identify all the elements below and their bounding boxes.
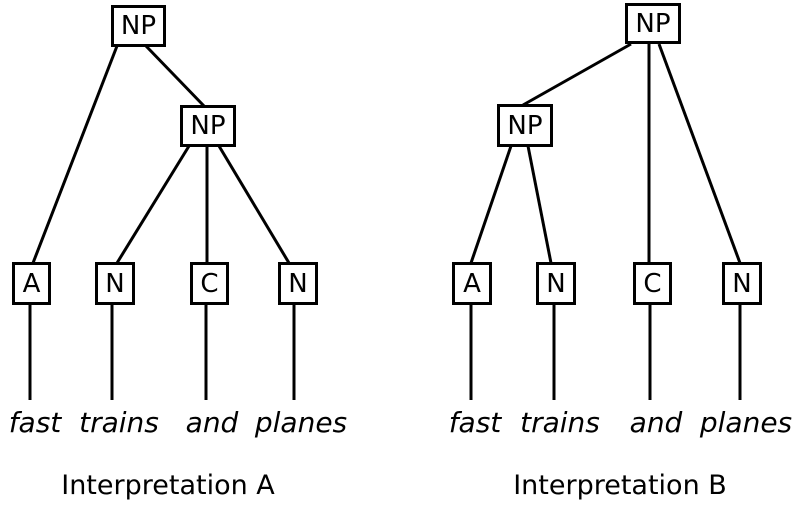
tree-b-caption: Interpretation B <box>513 470 727 501</box>
tree-a-caption: Interpretation A <box>61 470 275 501</box>
tree-b-leaf-c-node: C <box>633 262 672 305</box>
tree-a-root-np-node: NP <box>111 5 166 47</box>
tree-a-leaf-n1-node: N <box>95 262 135 305</box>
tree-b-leaf-n2-node: N <box>722 262 762 305</box>
tree-b-word-and: and <box>629 406 683 439</box>
edge-b-inner-np-to-n1 <box>526 145 553 264</box>
tree-b-leaf-n1-node: N <box>536 262 576 305</box>
edge-b-root-to-n2 <box>657 43 742 264</box>
tree-a-word-trains: trains <box>79 406 159 439</box>
tree-b-word-planes: planes <box>699 406 793 439</box>
edge-a-root-to-inner-np <box>144 44 206 108</box>
tree-a-word-planes: planes <box>254 406 348 439</box>
edge-b-root-to-inner-np <box>522 42 632 107</box>
tree-a-leaf-n2-node: N <box>278 262 318 305</box>
tree-a-leaf-c-node: C <box>190 262 229 305</box>
tree-a-inner-np-node: NP <box>180 105 236 147</box>
tree-b-root-np-node: NP <box>625 3 681 44</box>
edge-a-inner-np-to-n1 <box>115 145 191 264</box>
tree-a-leaf-a-node: A <box>12 262 51 305</box>
tree-a-word-and: and <box>185 406 239 439</box>
tree-b-inner-np-node: NP <box>497 104 553 147</box>
tree-b-word-trains: trains <box>520 406 600 439</box>
edge-a-root-to-a <box>31 45 119 264</box>
edge-b-inner-np-to-a <box>469 145 513 264</box>
edge-a-inner-np-to-n2 <box>217 145 291 264</box>
tree-b-word-fast: fast <box>448 406 502 439</box>
tree-a-word-fast: fast <box>8 406 62 439</box>
tree-b-leaf-a-node: A <box>452 262 492 305</box>
